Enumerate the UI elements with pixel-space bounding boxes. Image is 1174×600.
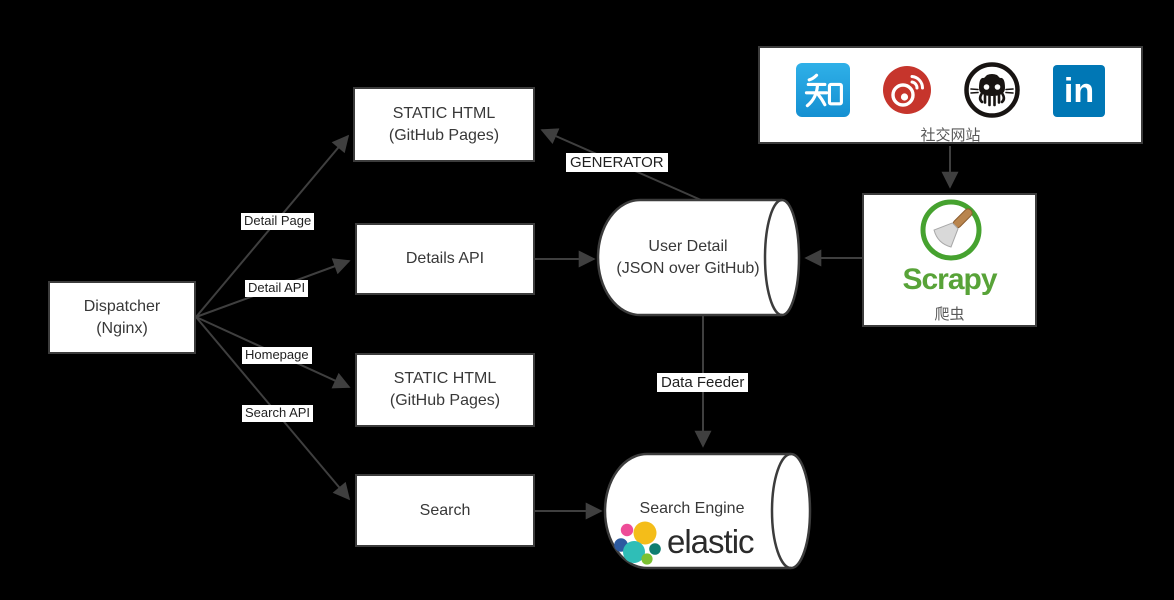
social-icons-row: in [760, 62, 1141, 118]
linkedin-icon-glyph: in [1063, 71, 1095, 110]
edge-label-homepage: Homepage [242, 347, 312, 364]
node-search: Search [355, 474, 535, 547]
node-static-html-detail: STATIC HTML (GitHub Pages) [353, 87, 535, 162]
edge-label-detail-api: Detail API [245, 280, 309, 297]
scrapy-logo-text: Scrapy [902, 263, 997, 296]
search-engine-cylinder [603, 452, 812, 570]
scrapy-panel-caption: 爬虫 [934, 306, 965, 323]
user-detail-cylinder [596, 198, 801, 317]
node-static-html-home-line2: (GitHub Pages) [389, 392, 501, 409]
node-dispatcher-line2: (Nginx) [96, 319, 148, 337]
node-dispatcher-line1: Dispatcher [83, 297, 161, 315]
node-details-api: Details API [355, 223, 535, 295]
social-sites-panel: in 社交网站 [758, 46, 1143, 144]
user-detail-line2: (JSON over GitHub) [616, 260, 760, 277]
github-icon [964, 62, 1020, 118]
user-detail-label: User Detail (JSON over GitHub) [600, 228, 776, 288]
node-static-html-detail-line2: (GitHub Pages) [388, 126, 500, 144]
zhihu-icon [796, 63, 850, 117]
weibo-icon [883, 66, 931, 114]
node-dispatcher: Dispatcher (Nginx) [48, 281, 196, 354]
edge-label-search-api: Search API [242, 405, 314, 422]
social-panel-caption: 社交网站 [920, 127, 981, 144]
search-engine-title: Search Engine [639, 500, 745, 518]
linkedin-icon: in [1053, 64, 1105, 117]
node-search-label: Search [419, 501, 471, 519]
edge-label-detail-page: Detail Page [241, 213, 315, 230]
elastic-logo: elastic [614, 519, 784, 567]
elastic-logo-icon [614, 521, 661, 565]
edge-label-data-feeder: Data Feeder [657, 373, 749, 393]
node-static-html-home: STATIC HTML (GitHub Pages) [355, 353, 535, 427]
scrapy-logo-icon [920, 199, 982, 261]
scrapy-panel: Scrapy 爬虫 [862, 193, 1037, 327]
elastic-logo-text: elastic [667, 522, 755, 560]
edge-label-generator: GENERATOR [566, 153, 668, 173]
node-details-api-label: Details API [405, 250, 485, 268]
node-static-html-detail-line1: STATIC HTML [392, 104, 496, 122]
user-detail-line1: User Detail [648, 238, 728, 256]
search-engine-label: Search Engine [612, 498, 772, 520]
node-static-html-home-line1: STATIC HTML [393, 370, 497, 388]
